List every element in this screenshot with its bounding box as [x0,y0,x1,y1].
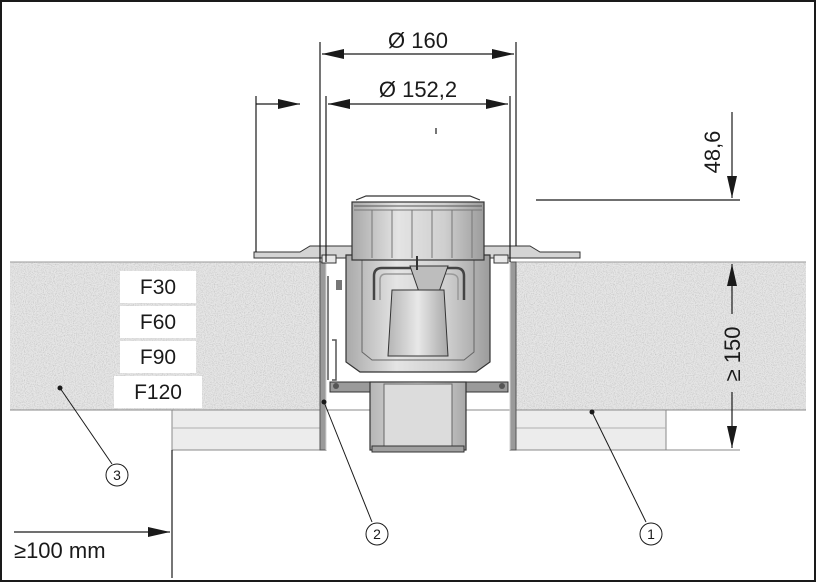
dimension-slab-thickness [727,264,737,448]
top-height-label: 48,6 [700,131,725,174]
fire-rating-list: F30 F60 F90 F120 [114,271,202,408]
callout-1: 1 [589,409,663,546]
fire-rating-box [120,306,196,338]
inner-diameter-label: Ø 152,2 [379,77,457,102]
fire-rating-box [114,376,202,408]
dimension-top-height [435,112,740,201]
callout-2: 2 [321,399,389,546]
dimension-outer-diameter [319,42,517,262]
lower-strip [10,409,806,451]
callout-3-number: 3 [113,467,121,483]
callout-2-number: 2 [373,526,381,542]
fire-rating-box [120,341,196,373]
intumescent-strip [327,276,342,381]
fire-rating-f120: F120 [134,381,182,404]
dimension-inner-diameter [255,96,511,262]
drain-body [345,195,491,373]
edge-distance-label: ≥100 mm [14,538,106,563]
fire-rating-f90: F90 [140,346,176,369]
callout-3: 3 [57,385,129,487]
drain-outlet [329,381,509,453]
outer-diameter-label: Ø 160 [388,28,448,53]
dimension-edge-distance [14,450,173,578]
fire-rating-f60: F60 [140,311,176,334]
slab-right [516,262,806,410]
fire-rating-box [120,271,196,303]
slab-thickness-label: ≥ 150 [720,327,745,382]
callout-1-number: 1 [647,526,655,542]
fire-rating-f30: F30 [140,276,176,299]
